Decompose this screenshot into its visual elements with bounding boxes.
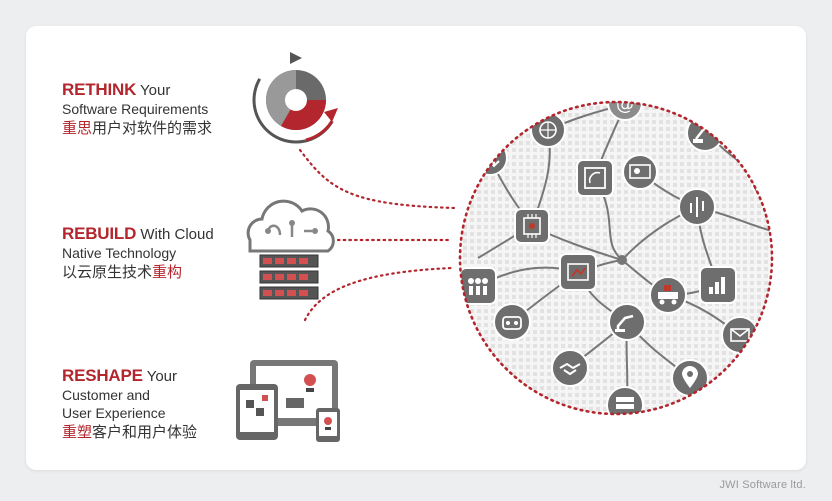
reshape-line2: Customer and bbox=[62, 387, 150, 403]
rethink-block: RETHINK Your Software Requirements 重思用户对… bbox=[62, 80, 212, 138]
network-globe: @ bbox=[458, 94, 774, 416]
rethink-zh-red: 重思 bbox=[62, 119, 93, 137]
rethink-heading: RETHINK Your bbox=[62, 80, 212, 100]
rebuild-zh-red: 重构 bbox=[152, 263, 183, 281]
reshape-line3: User Experience bbox=[62, 405, 166, 421]
rebuild-block: REBUILD With Cloud Native Technology 以云原… bbox=[62, 224, 214, 282]
rebuild-heading: REBUILD With Cloud bbox=[62, 224, 214, 244]
reshape-chinese: 重塑客户和用户体验 bbox=[62, 422, 197, 442]
rebuild-heading-rest: With Cloud bbox=[136, 226, 214, 243]
rethink-cycle-icon bbox=[252, 52, 342, 144]
rebuild-keyword: REBUILD bbox=[62, 224, 137, 243]
devices-icon bbox=[236, 360, 340, 442]
rethink-chinese: 重思用户对软件的需求 bbox=[62, 118, 212, 138]
rethink-heading-rest: Your bbox=[136, 82, 171, 99]
reshape-heading-rest: Your bbox=[142, 368, 178, 385]
connector-rethink bbox=[298, 148, 457, 210]
rebuild-chinese: 以云原生技术重构 bbox=[62, 262, 214, 282]
rebuild-line2: Native Technology bbox=[62, 245, 177, 261]
rethink-keyword: RETHINK bbox=[62, 80, 137, 99]
watermark: JWI Software ltd. bbox=[719, 479, 806, 491]
rebuild-zh-dark: 以云原生技术 bbox=[62, 263, 153, 281]
reshape-keyword: RESHAPE bbox=[62, 366, 143, 385]
reshape-block: RESHAPE Your Customer and User Experienc… bbox=[62, 366, 197, 442]
cloud-server-icon bbox=[246, 199, 335, 300]
connector-reshape bbox=[303, 266, 454, 322]
rethink-line2: Software Requirements bbox=[62, 101, 209, 117]
reshape-zh-red: 重塑 bbox=[62, 423, 93, 441]
svg-text:@: @ bbox=[616, 94, 634, 115]
rethink-zh-dark: 用户对软件的需求 bbox=[92, 119, 213, 137]
reshape-zh-dark: 客户和用户体验 bbox=[92, 423, 198, 441]
connector-lines bbox=[298, 148, 457, 322]
reshape-heading: RESHAPE Your bbox=[62, 366, 197, 386]
